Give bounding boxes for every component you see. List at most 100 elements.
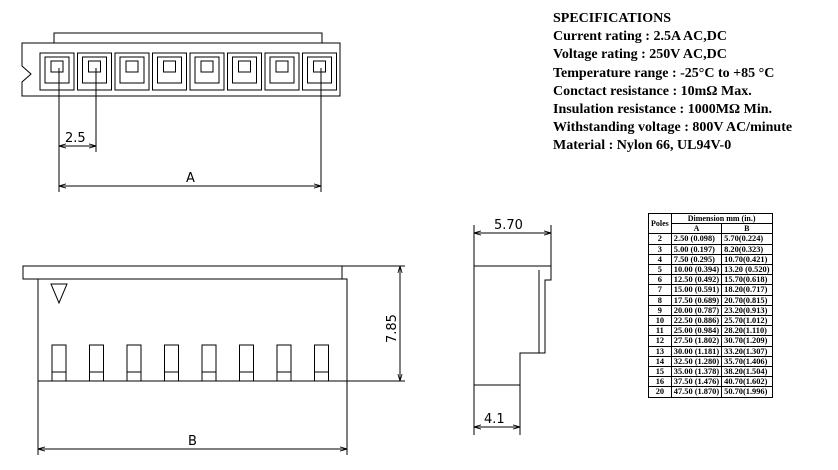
height-label: 7.85 xyxy=(385,314,400,343)
dim-a-cell: 27.50 (1.802) xyxy=(670,335,723,347)
contact-square xyxy=(200,60,214,73)
contact-cell-outer xyxy=(264,52,300,91)
contact-cell-inner xyxy=(82,56,107,84)
spec-contact-resistance: Conctact resistance : 10mΩ Max. xyxy=(553,83,752,99)
specifications-heading: SPECIFICATIONS xyxy=(553,11,671,26)
contact-square xyxy=(313,60,326,73)
poles-cell: 20 xyxy=(648,386,672,398)
poles-cell: 7 xyxy=(648,284,672,296)
polarity-triangle-mark xyxy=(50,283,68,305)
pin-slot xyxy=(126,344,142,381)
depth-top-dimension: 5.70 xyxy=(473,218,552,266)
poles-cell: 14 xyxy=(648,355,672,368)
table-header-row: Poles Dimension mm (in.) xyxy=(648,212,773,235)
dim-a-cell: 10.00 (0.394) xyxy=(670,264,723,276)
pitch-dimension: 2.5 xyxy=(58,68,97,152)
front-view-top-flange xyxy=(22,265,343,280)
contact-cell-inner xyxy=(269,56,295,84)
top-view-back-lip xyxy=(53,32,323,44)
contact-cell-outer xyxy=(227,52,262,91)
poles-cell: 6 xyxy=(648,274,672,286)
dim-b-cell: 38.20(1.504) xyxy=(721,366,773,378)
poles-cell: 2 xyxy=(648,233,672,245)
poles-cell: 3 xyxy=(648,243,672,255)
dim-a-cell: 20.00 (0.787) xyxy=(670,304,723,317)
front-view-pin-slots xyxy=(51,344,329,381)
contact-cell-outer xyxy=(189,52,225,91)
contact-cell-inner xyxy=(157,56,182,84)
contact-cell-inner xyxy=(194,56,220,84)
dim-a-cell: 30.00 (1.181) xyxy=(670,345,723,357)
dim-b-cell: 5.70(0.224) xyxy=(721,233,773,245)
dim-b-cell: 23.20(0.913) xyxy=(721,304,773,317)
contact-cell-outer xyxy=(114,52,150,91)
contact-cell-outer xyxy=(302,52,337,91)
poles-cell: 5 xyxy=(648,264,672,276)
front-view-body xyxy=(37,278,348,382)
poles-cell: 8 xyxy=(648,294,672,306)
poles-cell: 11 xyxy=(648,325,672,337)
contact-cell-outer xyxy=(152,52,187,91)
poles-cell: 12 xyxy=(648,335,672,347)
dim-a-cell: 35.00 (1.378) xyxy=(670,366,723,378)
dim-a-cell: 2.50 (0.098) xyxy=(670,233,723,245)
pin-slot xyxy=(314,344,329,381)
dim-a-cell: 15.00 (0.591) xyxy=(670,284,723,296)
dim-a-cell: 47.50 (1.870) xyxy=(670,386,723,398)
dim-a-cell: 32.50 (1.280) xyxy=(670,355,723,368)
dim-b-cell: 25.70(1.012) xyxy=(721,315,773,327)
contact-square xyxy=(163,60,176,73)
poles-cell: 10 xyxy=(648,315,672,327)
b-dimension: B xyxy=(37,381,348,455)
dim-a-cell: 12.50 (0.492) xyxy=(670,274,723,286)
spec-material: Material : Nylon 66, UL94V-0 xyxy=(553,138,732,154)
pitch-label: 2.5 xyxy=(65,131,86,146)
dim-a-cell: 25.00 (0.984) xyxy=(670,325,723,337)
dim-a-cell: 7.50 (0.295) xyxy=(670,253,723,266)
top-view xyxy=(21,32,341,97)
dimension-group-header: Dimension mm (in.) xyxy=(670,212,773,225)
contact-cell-inner xyxy=(119,56,145,84)
dim-b-cell: 8.20(0.323) xyxy=(721,243,773,255)
dim-a-cell: 37.50 (1.476) xyxy=(670,376,723,388)
dim-a-cell: 17.50 (0.689) xyxy=(670,294,723,306)
dim-b-cell: 50.70(1.996) xyxy=(721,386,773,398)
top-view-housing xyxy=(21,42,341,97)
col-a-header: A xyxy=(670,223,723,235)
height-dimension: 7.85 xyxy=(342,265,405,382)
pin-slot xyxy=(164,344,179,381)
dim-b-cell: 33.20(1.307) xyxy=(721,345,773,357)
top-view-contact-cells xyxy=(39,52,337,91)
pin-slot xyxy=(89,344,104,381)
dim-b-cell: 28.20(1.110) xyxy=(721,325,773,337)
spec-withstanding-voltage: Withstanding voltage : 800V AC/minute xyxy=(553,120,793,136)
contact-square xyxy=(88,60,101,73)
front-view xyxy=(22,265,348,382)
poles-header: Poles xyxy=(648,212,672,235)
specifications-block: SPECIFICATIONS Current rating : 2.5A AC,… xyxy=(553,10,838,156)
contact-square xyxy=(50,60,64,73)
spec-current-rating: Current rating : 2.5A AC,DC xyxy=(553,29,727,45)
dim-b-cell: 15.70(0.618) xyxy=(721,274,773,286)
side-view xyxy=(473,265,552,386)
poles-cell: 16 xyxy=(648,376,672,388)
a-dimension: A xyxy=(58,68,322,192)
contact-square xyxy=(275,60,289,73)
contact-cell-inner xyxy=(232,56,257,84)
poles-cell: 9 xyxy=(648,304,672,317)
col-b-header: B xyxy=(721,223,773,235)
poles-cell: 13 xyxy=(648,345,672,357)
